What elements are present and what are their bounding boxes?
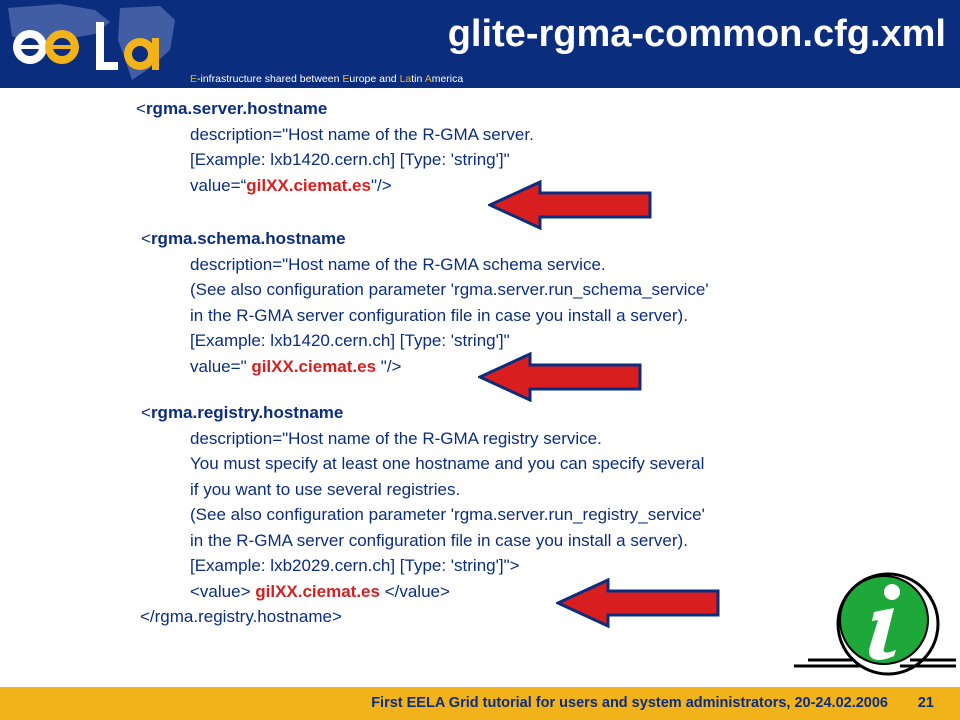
config-text: You must specify at least one hostname a… xyxy=(190,454,705,473)
config-line: description="Host name of the R-GMA serv… xyxy=(190,124,534,146)
config-text: value=" xyxy=(190,356,252,376)
config-line: in the R-GMA server configuration file i… xyxy=(190,530,688,552)
tagline-segment: E xyxy=(342,73,350,85)
parameter-name: rgma.schema.hostname xyxy=(150,229,346,248)
config-text: [Example: lxb2029.cern.ch] [Type: 'strin… xyxy=(190,556,520,575)
config-line: if you want to use several registries. xyxy=(190,479,460,501)
config-text: if you want to use several registries. xyxy=(190,479,461,499)
config-line: [Example: lxb1420.cern.ch] [Type: 'strin… xyxy=(190,149,510,171)
config-text: in the R-GMA server configuration file i… xyxy=(190,530,688,550)
config-text: (See also configuration parameter 'rgma.… xyxy=(190,505,705,524)
eela-logo-icon xyxy=(8,4,175,80)
config-line: [Example: lxb1420.cern.ch] [Type: 'strin… xyxy=(190,330,510,352)
config-line: value=“gilXX.ciemat.es"/> xyxy=(190,175,392,197)
tagline-segment: La xyxy=(399,73,412,85)
parameter-name: rgma.registry.hostname xyxy=(150,403,344,422)
config-line: <rgma.registry.hostname xyxy=(141,402,343,424)
red-arrow-icon xyxy=(488,180,652,230)
footer-text: First EELA Grid tutorial for users and s… xyxy=(371,695,888,711)
tagline-segment: -infrastructure shared between xyxy=(197,73,343,85)
config-text: </value> xyxy=(379,581,450,601)
tagline-segment: A xyxy=(424,73,432,85)
red-arrow-icon xyxy=(478,352,642,402)
config-line: <value> gilXX.ciemat.es </value> xyxy=(190,581,450,603)
config-text: (See also configuration parameter 'rgma.… xyxy=(190,280,709,299)
config-line: value=" gilXX.ciemat.es "/> xyxy=(190,356,401,378)
slide-title: glite-rgma-common.cfg.xml xyxy=(447,13,946,55)
parameter-name: rgma.server.hostname xyxy=(145,99,328,118)
config-line: (See also configuration parameter 'rgma.… xyxy=(190,279,709,301)
tagline-segment: tin xyxy=(411,73,425,85)
config-text: "/> xyxy=(376,356,402,376)
tagline: E-infrastructure shared between Europe a… xyxy=(190,73,463,86)
tagline-segment: E xyxy=(190,73,198,85)
info-icon xyxy=(794,572,956,676)
config-line: (See also configuration parameter 'rgma.… xyxy=(190,504,705,526)
config-text: value=“ xyxy=(190,175,247,195)
tagline-segment: urope and xyxy=(349,73,400,85)
config-text: [Example: lxb1420.cern.ch] [Type: 'strin… xyxy=(190,150,510,169)
config-text: description="Host name of the R-GMA serv… xyxy=(190,124,534,144)
config-text: description="Host name of the R-GMA sche… xyxy=(190,254,606,274)
red-arrow-icon xyxy=(556,578,720,628)
config-line: <rgma.server.hostname xyxy=(136,98,327,120)
config-text: < xyxy=(141,403,151,422)
slide-header: glite-rgma-common.cfg.xml E-infrastructu… xyxy=(0,0,960,88)
config-text: < xyxy=(141,229,151,248)
config-text: </rgma.registry.hostname> xyxy=(140,607,342,626)
slide-footer: First EELA Grid tutorial for users and s… xyxy=(0,687,960,720)
config-line: </rgma.registry.hostname> xyxy=(140,606,342,628)
page-number: 21 xyxy=(917,695,934,711)
config-line: description="Host name of the R-GMA regi… xyxy=(190,428,602,450)
config-text: description="Host name of the R-GMA regi… xyxy=(190,428,602,448)
hostname-value: gilXX.ciemat.es xyxy=(246,175,371,195)
config-text: < xyxy=(136,99,146,118)
config-line: You must specify at least one hostname a… xyxy=(190,453,704,475)
config-text: "/> xyxy=(370,175,392,195)
tagline-segment: merica xyxy=(431,73,464,85)
config-text: in the R-GMA server configuration file i… xyxy=(190,305,688,325)
config-text: [Example: lxb1420.cern.ch] [Type: 'strin… xyxy=(190,331,510,350)
config-text: <value> xyxy=(190,581,256,601)
hostname-value: gilXX.ciemat.es xyxy=(251,356,377,376)
config-line: description="Host name of the R-GMA sche… xyxy=(190,254,606,276)
hostname-value: gilXX.ciemat.es xyxy=(255,581,380,601)
config-line: in the R-GMA server configuration file i… xyxy=(190,305,688,327)
config-line: <rgma.schema.hostname xyxy=(141,228,346,250)
config-line: [Example: lxb2029.cern.ch] [Type: 'strin… xyxy=(190,555,520,577)
